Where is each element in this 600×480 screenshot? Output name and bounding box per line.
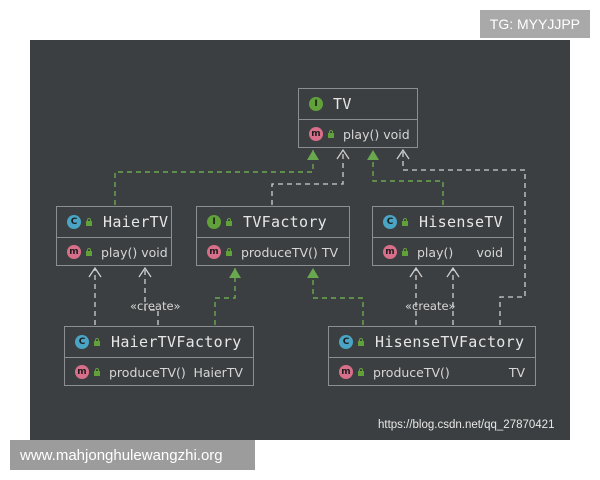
hisensetvfactory-uses-hisensetv-arrowhead-1 [446,266,460,278]
tvfactory-method-signature: produceTV() [241,244,318,260]
tvfactory-method-row: m produceTV() TV [197,238,349,266]
hisense-create-stereotype: «create» [405,299,456,313]
tvfactory-header: I TVFactory [197,207,349,238]
tvfactory-uses-tv-arrowhead [336,148,350,160]
watermark-top: TG: MYYJJPP [479,10,590,38]
haiertv-method-signature: play() [101,244,138,260]
interface-icon: I [309,97,323,111]
hisensetv-method-row: m play() void [373,238,513,266]
hisensetvfactory-realizes-tvfactory-arrowhead [307,268,319,278]
method-icon: m [67,245,81,259]
haiertvfactory-uses-haiertv-line-2 [144,268,159,325]
lock-icon [94,338,100,346]
class-icon: C [339,335,353,349]
hisensetv-method-return: void [476,244,503,260]
lock-icon [402,218,408,226]
tv-title: TV [333,95,352,113]
haiertv-realizes-tv-line [114,150,314,205]
haiertvfactory-method-return: HaierTV [193,364,243,380]
hisensetv-method-signature: play() [417,244,454,260]
lock-icon [358,368,364,376]
haiertv-method-row: m play() void [57,238,171,266]
lock-icon [86,248,92,256]
lock-icon [94,368,100,376]
class-icon: C [75,335,89,349]
watermark-bottom: www.mahjonghulewangzhi.org [10,440,255,470]
lock-icon [402,248,408,256]
hisensetvfactory-class-box[interactable]: C HisenseTVFactory m produceTV() TV [328,326,536,386]
tvfactory-uses-tv-line [271,150,344,205]
interface-icon: I [207,215,221,229]
tv-method-row: m play() void [299,120,417,148]
haiertvfactory-method-signature: produceTV() [109,364,186,380]
haier-create-stereotype: «create» [130,299,181,313]
method-icon: m [339,365,353,379]
lock-icon [358,338,364,346]
tvfactory-title: TVFactory [243,213,327,231]
lock-icon [328,130,334,138]
haiertv-method-return: void [141,244,168,260]
tv-interface-box[interactable]: I TV m play() void [298,88,418,148]
source-credit: https://blog.csdn.net/qq_27870421 [378,419,555,431]
method-icon: m [309,127,323,141]
hisensetvfactory-title: HisenseTVFactory [375,333,525,351]
lock-icon [226,218,232,226]
hisensetv-title: HisenseTV [419,213,503,231]
method-icon: m [383,245,397,259]
tv-method-signature: play() [343,126,380,142]
haiertvfactory-uses-haiertv-arrowhead-1 [88,266,102,278]
hisensetv-realizes-tv-arrowhead [367,150,379,160]
method-icon: m [75,365,89,379]
lock-icon [86,218,92,226]
hisensetvfactory-method-return: TV [508,364,525,380]
hisensetv-class-box[interactable]: C HisenseTV m play() void [372,206,514,266]
hisensetvfactory-uses-tv-arrowhead [396,148,410,160]
haiertvfactory-realizes-tvfactory-line [214,268,236,325]
lock-icon [226,248,232,256]
haiertv-class-box[interactable]: C HaierTV m play() void [56,206,172,266]
hisensetv-header: C HisenseTV [373,207,513,238]
hisensetvfactory-method-signature: produceTV() [373,364,450,380]
hisensetvfactory-header: C HisenseTVFactory [329,327,535,358]
class-icon: C [67,215,81,229]
hisensetvfactory-realizes-tvfactory-line [312,268,364,325]
haiertv-title: HaierTV [103,213,169,231]
hisensetvfactory-uses-hisensetv-arrowhead-2 [409,266,423,278]
tv-method-return: void [383,126,410,142]
haiertvfactory-header: C HaierTVFactory [65,327,253,358]
haiertvfactory-uses-haiertv-arrowhead-2 [138,266,152,278]
tvfactory-method-return: TV [321,244,338,260]
hisensetv-realizes-tv-line [372,150,444,205]
tv-header: I TV [299,89,417,120]
haiertvfactory-realizes-tvfactory-arrowhead [229,268,241,278]
class-icon: C [383,215,397,229]
haiertvfactory-title: HaierTVFactory [111,333,242,351]
haiertvfactory-class-box[interactable]: C HaierTVFactory m produceTV() HaierTV [64,326,254,386]
haiertvfactory-method-row: m produceTV() HaierTV [65,358,253,386]
tvfactory-interface-box[interactable]: I TVFactory m produceTV() TV [196,206,350,266]
method-icon: m [207,245,221,259]
hisensetvfactory-method-row: m produceTV() TV [329,358,535,386]
haiertv-header: C HaierTV [57,207,171,238]
haiertv-realizes-tv-arrowhead [307,150,319,160]
